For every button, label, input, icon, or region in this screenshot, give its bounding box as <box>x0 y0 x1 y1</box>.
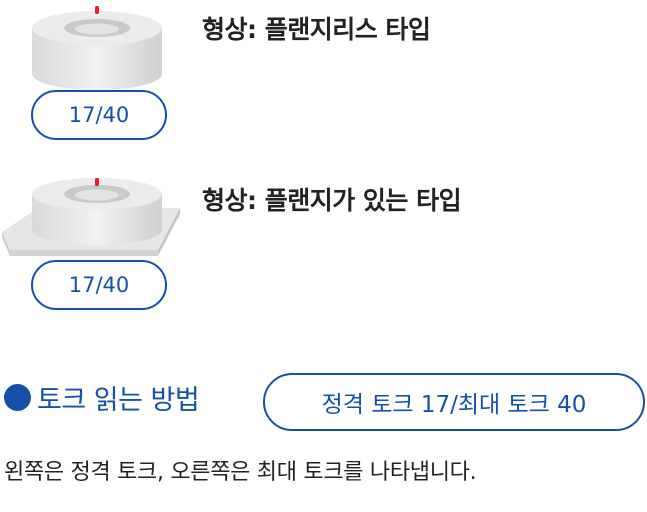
section-heading: 토크 읽는 방법 <box>4 378 200 417</box>
shape-title: 형상: 플랜지가 있는 타입 <box>202 186 462 215</box>
flanged-product-image <box>2 178 180 256</box>
torque-reading-example: 정격 토크 17/최대 토크 40 <box>263 373 645 431</box>
indicator-mark <box>95 178 99 186</box>
indicator-mark <box>95 6 99 14</box>
torque-label-badge: 17/40 <box>31 260 167 310</box>
description-text: 왼쪽은 정격 토크, 오른쪽은 최대 토크를 나타냅니다. <box>4 460 477 485</box>
section-heading-text: 토크 읽는 방법 <box>37 385 200 416</box>
bullet-icon <box>4 384 31 411</box>
flangeless-product-image <box>32 6 162 90</box>
torque-label-badge: 17/40 <box>31 90 167 140</box>
shape-title: 형상: 플랜지리스 타입 <box>202 15 431 44</box>
